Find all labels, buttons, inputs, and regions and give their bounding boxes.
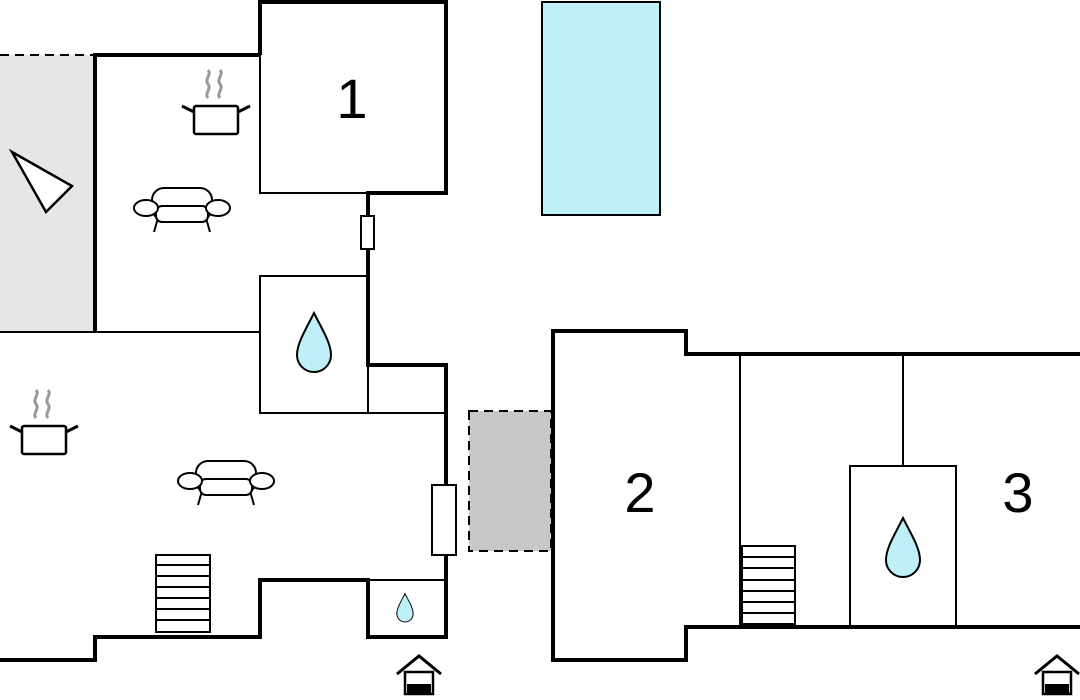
door-lower xyxy=(431,484,457,556)
room-1-label: 1 xyxy=(336,67,367,130)
entrance-house-icon xyxy=(1033,654,1080,696)
triangle-icon xyxy=(8,148,75,215)
door-upper xyxy=(360,215,375,250)
right-building-interior-walls xyxy=(739,354,957,628)
right-building-walls xyxy=(551,329,1080,662)
water-drop-icon xyxy=(396,593,414,623)
entrance-house-icon xyxy=(395,654,443,696)
kitchen-pot-icon xyxy=(180,68,252,136)
left-building-walls xyxy=(0,0,448,662)
room-3-label: 3 xyxy=(1002,461,1033,524)
left-building-interior-walls xyxy=(0,275,446,581)
water-drop-icon xyxy=(885,517,921,578)
stairs-icon xyxy=(155,554,211,633)
kitchen-pot-icon xyxy=(8,388,80,456)
pool xyxy=(541,1,661,216)
sofa-icon xyxy=(177,460,275,506)
room-2-label: 2 xyxy=(624,461,655,524)
sofa-icon xyxy=(133,187,231,233)
room-1-walls xyxy=(259,55,368,194)
water-drop-icon xyxy=(296,312,332,373)
covered-area xyxy=(468,410,552,552)
stairs-icon xyxy=(741,545,796,625)
